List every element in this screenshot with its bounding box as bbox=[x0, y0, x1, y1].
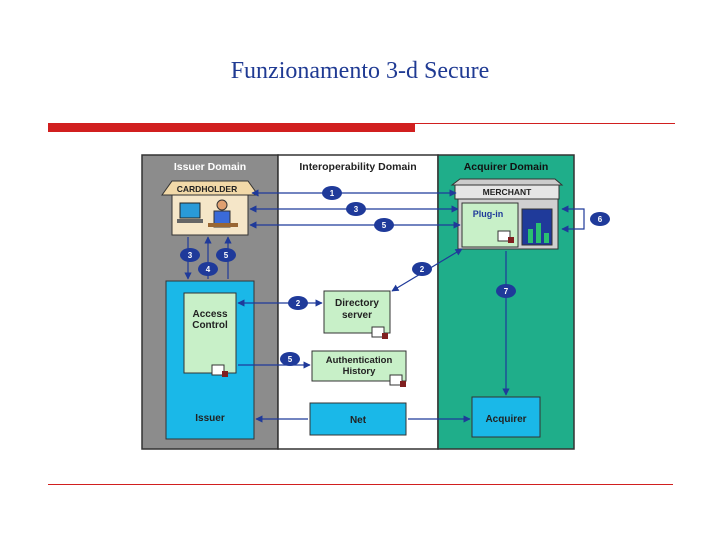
auth-document-icon bbox=[389, 374, 406, 387]
access-control-document-icon bbox=[211, 364, 228, 377]
computer-monitor-icon bbox=[179, 202, 201, 219]
issuer-label: Issuer bbox=[195, 413, 225, 424]
merchant-label: MERCHANT bbox=[483, 187, 532, 197]
directory-document-icon bbox=[371, 326, 388, 339]
svg-text:2: 2 bbox=[296, 299, 301, 308]
step-badge-7: 7 bbox=[496, 284, 516, 298]
bracket-step6 bbox=[561, 205, 585, 233]
cardholder-label: CARDHOLDER bbox=[177, 184, 237, 194]
step-badge-3a: 3 bbox=[346, 202, 366, 216]
title-rule-thin bbox=[415, 123, 675, 124]
svg-text:2: 2 bbox=[420, 265, 425, 274]
svg-text:5: 5 bbox=[382, 221, 387, 230]
step-badge-5c: 5 bbox=[280, 352, 300, 366]
step-badge-1: 1 bbox=[322, 186, 342, 200]
merchant-building: MERCHANT Plug-in bbox=[450, 178, 564, 250]
issuer-domain-label: Issuer Domain bbox=[174, 161, 246, 173]
net-box bbox=[309, 402, 407, 436]
svg-text:6: 6 bbox=[598, 215, 603, 224]
svg-text:3: 3 bbox=[188, 251, 193, 260]
access-control-box bbox=[183, 292, 237, 374]
access-control-line2: Control bbox=[192, 320, 228, 331]
auth-label-line2: History bbox=[343, 366, 376, 377]
footer-rule bbox=[48, 484, 673, 485]
step-badge-2b: 2 bbox=[288, 296, 308, 310]
directory-server-box bbox=[323, 290, 391, 334]
acquirer-domain-label: Acquirer Domain bbox=[464, 161, 549, 173]
step-badge-2a: 2 bbox=[412, 262, 432, 276]
net-label: Net bbox=[350, 415, 367, 426]
acquirer-box bbox=[471, 396, 541, 438]
svg-text:1: 1 bbox=[330, 189, 335, 198]
acquirer-label: Acquirer bbox=[485, 414, 526, 425]
interop-domain-label: Interoperability Domain bbox=[299, 161, 416, 173]
access-control-line1: Access bbox=[192, 309, 227, 320]
plugin-label: Plug-in bbox=[473, 209, 504, 219]
step-badge-6: 6 bbox=[590, 212, 610, 226]
svg-text:3: 3 bbox=[354, 205, 359, 214]
directory-label-line1: Directory bbox=[335, 298, 379, 309]
directory-label-line2: server bbox=[342, 310, 372, 321]
document-icon bbox=[497, 230, 514, 243]
svg-text:5: 5 bbox=[224, 251, 229, 260]
person-icon bbox=[216, 199, 228, 211]
auth-label-line1: Authentication bbox=[326, 355, 393, 366]
step-badge-4: 4 bbox=[198, 262, 218, 276]
step-badge-3b: 3 bbox=[180, 248, 200, 262]
step-badge-5a: 5 bbox=[374, 218, 394, 232]
svg-text:7: 7 bbox=[504, 287, 509, 296]
title-rule-thick bbox=[48, 123, 415, 132]
svg-text:5: 5 bbox=[288, 355, 293, 364]
svg-text:4: 4 bbox=[206, 265, 211, 274]
cardholder-house: CARDHOLDER bbox=[161, 180, 259, 236]
3d-secure-diagram: Issuer Domain Interoperability Domain Ac… bbox=[141, 154, 610, 450]
diagram-frame: Issuer Domain Interoperability Domain Ac… bbox=[110, 145, 626, 478]
step-badge-5b: 5 bbox=[216, 248, 236, 262]
slide-title: Funzionamento 3-d Secure bbox=[230, 58, 490, 84]
